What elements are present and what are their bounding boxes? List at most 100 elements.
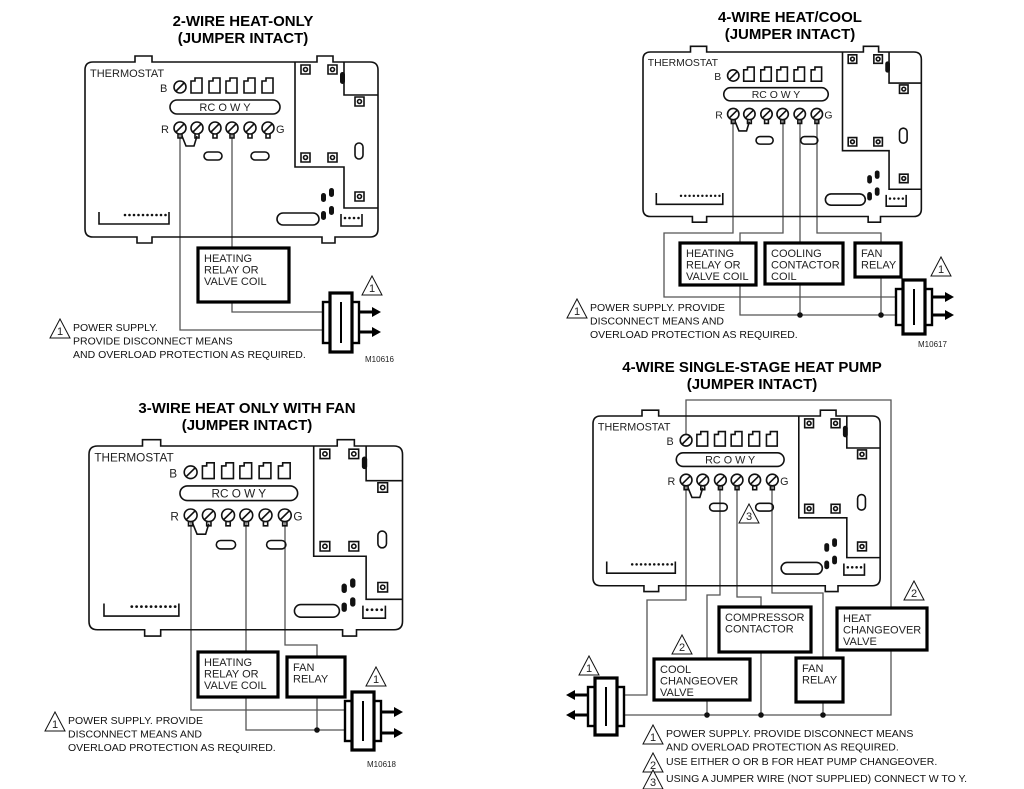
junction-dot: [797, 312, 803, 318]
diagram-subtitle: (JUMPER INTACT): [725, 26, 856, 43]
factory-jumper: [182, 136, 197, 146]
terminal-clip: [731, 432, 742, 447]
marker-number: 3: [746, 511, 752, 523]
transformer-icon: [894, 278, 954, 336]
wire: [739, 285, 905, 316]
terminal-strip-label: RC O W Y: [211, 488, 266, 501]
mounting-pad: [848, 138, 857, 146]
connector-bracket: [844, 563, 865, 575]
component-dot: [341, 583, 347, 593]
wire: [284, 522, 318, 657]
terminal-r-label: R: [667, 476, 675, 488]
factory-jumper: [735, 122, 749, 131]
fan-relay-box-label: RELAY: [802, 675, 838, 687]
note-text: USING A JUMPER WIRE (NOT SUPPLIED) CONNE…: [666, 773, 967, 785]
wire: [245, 697, 352, 731]
note-text: DISCONNECT MEANS AND: [590, 316, 724, 328]
terminal-strip-label: RC O W Y: [199, 102, 251, 114]
screw-terminal-b: [728, 70, 739, 81]
thermostat-outline: [593, 410, 880, 591]
terminal-r-label: R: [170, 511, 179, 524]
marker-number: 1: [574, 306, 580, 318]
screw-terminal: [202, 509, 215, 522]
warning-triangle-icon: [365, 665, 387, 687]
note-marker-icon: [44, 710, 66, 732]
fan-relay-box: [285, 655, 347, 699]
terminal-clip: [811, 67, 821, 81]
heat-changeover-valve-box: [835, 606, 929, 652]
wire: [190, 522, 352, 711]
figure-id: M10617: [918, 340, 947, 349]
wire: [231, 302, 330, 313]
cooling-contactor-box-label: CONTACTOR: [771, 260, 840, 272]
thermostat-outline: [89, 440, 403, 636]
screw-terminal: [749, 474, 761, 486]
terminal-clip: [202, 463, 214, 479]
screw-terminal-b: [184, 466, 197, 479]
screw-terminal: [744, 108, 755, 119]
fan-relay-box-label: RELAY: [861, 260, 897, 272]
mounting-pad: [349, 542, 359, 551]
component-dot: [350, 578, 356, 588]
marker-number: 1: [369, 283, 375, 295]
component-dot: [832, 555, 838, 565]
cooling-contactor-box: [763, 241, 845, 286]
mounting-pad: [378, 583, 388, 592]
terminal-clip: [226, 78, 237, 93]
slot: [858, 495, 866, 511]
connector-bracket: [99, 212, 169, 224]
note-text: POWER SUPPLY.: [73, 322, 158, 334]
terminal-clip: [749, 432, 760, 447]
component-dot: [867, 175, 872, 184]
terminal-strip-label: RC O W Y: [752, 90, 801, 101]
diagram-title: 3-WIRE HEAT ONLY WITH FAN: [138, 400, 355, 417]
screw-terminal: [761, 108, 772, 119]
heating-relay-box-label: RELAY OR: [686, 260, 741, 272]
terminal-clip: [191, 78, 202, 93]
component-dot: [867, 192, 872, 201]
heating-relay-box: [678, 241, 758, 287]
heating-relay-box-label: VALVE COIL: [204, 680, 267, 692]
terminal-g-label: G: [293, 511, 302, 524]
compressor-contactor-box-label: COMPRESSOR: [725, 612, 805, 624]
slot: [710, 503, 728, 511]
mounting-pad: [328, 153, 337, 162]
wire: [771, 486, 824, 658]
note-text: PROVIDE DISCONNECT MEANS: [73, 336, 233, 348]
marker-number: 2: [650, 760, 656, 772]
mounting-pad: [378, 483, 388, 492]
heat-changeover-valve-box-label: HEAT: [843, 613, 872, 625]
arrow-icon: [394, 707, 403, 717]
connector-bracket: [363, 606, 385, 619]
terminal-clip: [259, 463, 271, 479]
mounting-pad: [874, 138, 883, 146]
note-marker-icon: [566, 297, 588, 319]
marker-number: 1: [52, 719, 58, 731]
warning-triangle-icon: [578, 654, 600, 676]
junction-dot: [878, 312, 884, 318]
heating-relay-box-label: RELAY OR: [204, 669, 259, 681]
mounting-pad: [349, 449, 359, 458]
marker-number: 1: [650, 732, 656, 744]
junction-dot: [758, 712, 764, 718]
slot: [756, 503, 774, 511]
mounting-pad: [805, 419, 814, 428]
connector-bracket: [656, 193, 723, 204]
mounting-pad: [355, 192, 364, 201]
arrow-icon: [372, 307, 381, 317]
terminal-b-label: B: [169, 468, 177, 481]
heating-relay-box-label: HEATING: [204, 657, 252, 669]
mounting-pad: [900, 174, 909, 182]
mounting-pad: [858, 450, 867, 459]
arrow-icon: [945, 292, 954, 302]
component-dot: [329, 206, 334, 215]
arrow-icon: [945, 310, 954, 320]
circuit-board-outline: [295, 62, 378, 208]
circuit-board-outline: [314, 446, 403, 599]
terminal-clip: [222, 463, 234, 479]
connector-bracket: [886, 195, 906, 206]
slot: [216, 541, 235, 549]
note-text: POWER SUPPLY. PROVIDE: [590, 302, 725, 314]
arrow-icon: [372, 327, 381, 337]
